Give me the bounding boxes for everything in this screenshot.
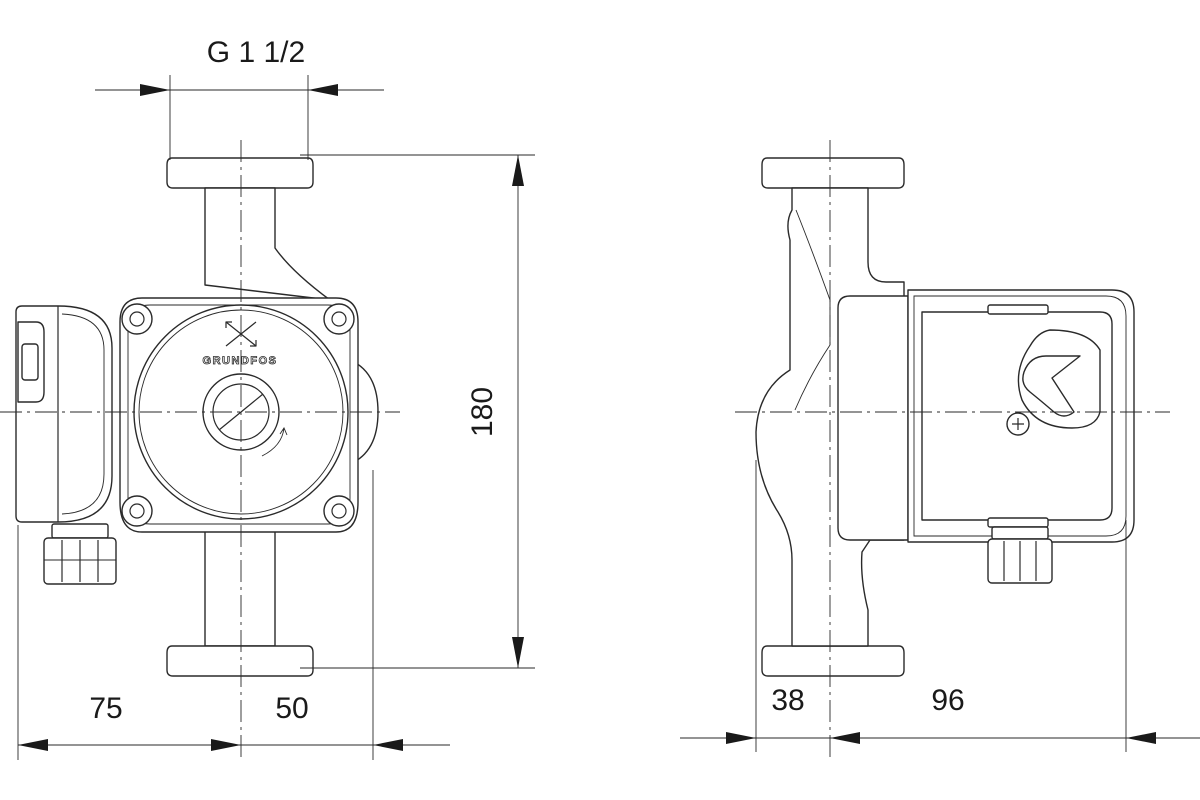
bolt-lug-top-right xyxy=(323,303,355,335)
side-motor-housing xyxy=(837,295,909,541)
front-terminal-box-inner xyxy=(61,313,105,515)
side-bottom-tab xyxy=(987,517,1049,528)
brand-logo-text: GRUNDFOS xyxy=(203,355,278,367)
dimension-left-offset-label: 75 xyxy=(89,692,122,725)
side-top-tab xyxy=(987,304,1049,315)
front-view: GRUNDFOS G 1 xyxy=(0,36,535,760)
dimension-thread: G 1 1/2 xyxy=(95,36,384,160)
side-speed-selector-dial-icon xyxy=(1017,329,1101,429)
front-top-flange xyxy=(166,157,314,189)
dimension-height: 180 xyxy=(300,154,535,669)
side-motor-flange-inner xyxy=(913,295,1127,537)
dimension-side-depth-label: 96 xyxy=(931,684,964,717)
bolt-lug-bottom-left xyxy=(121,495,153,527)
front-bottom-neck xyxy=(204,529,276,647)
side-bottom-flange xyxy=(761,645,905,677)
front-cable-gland xyxy=(43,523,117,585)
side-top-flange xyxy=(761,157,905,189)
side-cable-gland xyxy=(987,526,1053,584)
bolt-hole-bottom-right xyxy=(331,503,347,519)
dimension-thread-label: G 1 1/2 xyxy=(207,36,305,69)
dimension-bottom-front: 75 50 xyxy=(17,470,450,760)
front-speed-selector-knob xyxy=(21,343,39,381)
front-top-neck xyxy=(204,187,331,301)
dimension-height-label: 180 xyxy=(466,387,499,437)
side-speed-selector-pointer xyxy=(1022,355,1081,417)
dimension-right-offset-label: 50 xyxy=(275,692,308,725)
dimension-bottom-side: 38 96 xyxy=(680,460,1200,752)
bolt-hole-top-right xyxy=(331,311,347,327)
bolt-hole-bottom-left xyxy=(129,503,145,519)
bolt-lug-top-left xyxy=(121,303,153,335)
side-view: 38 96 xyxy=(680,140,1200,760)
front-bottom-flange xyxy=(166,645,314,677)
side-screw-cross-icon xyxy=(1012,418,1024,430)
dimension-side-front-label: 38 xyxy=(771,684,804,717)
rotation-arrow-icon xyxy=(261,427,288,457)
front-bolt-lugs xyxy=(121,303,355,527)
bolt-lug-bottom-right xyxy=(323,495,355,527)
bolt-hole-top-left xyxy=(129,311,145,327)
